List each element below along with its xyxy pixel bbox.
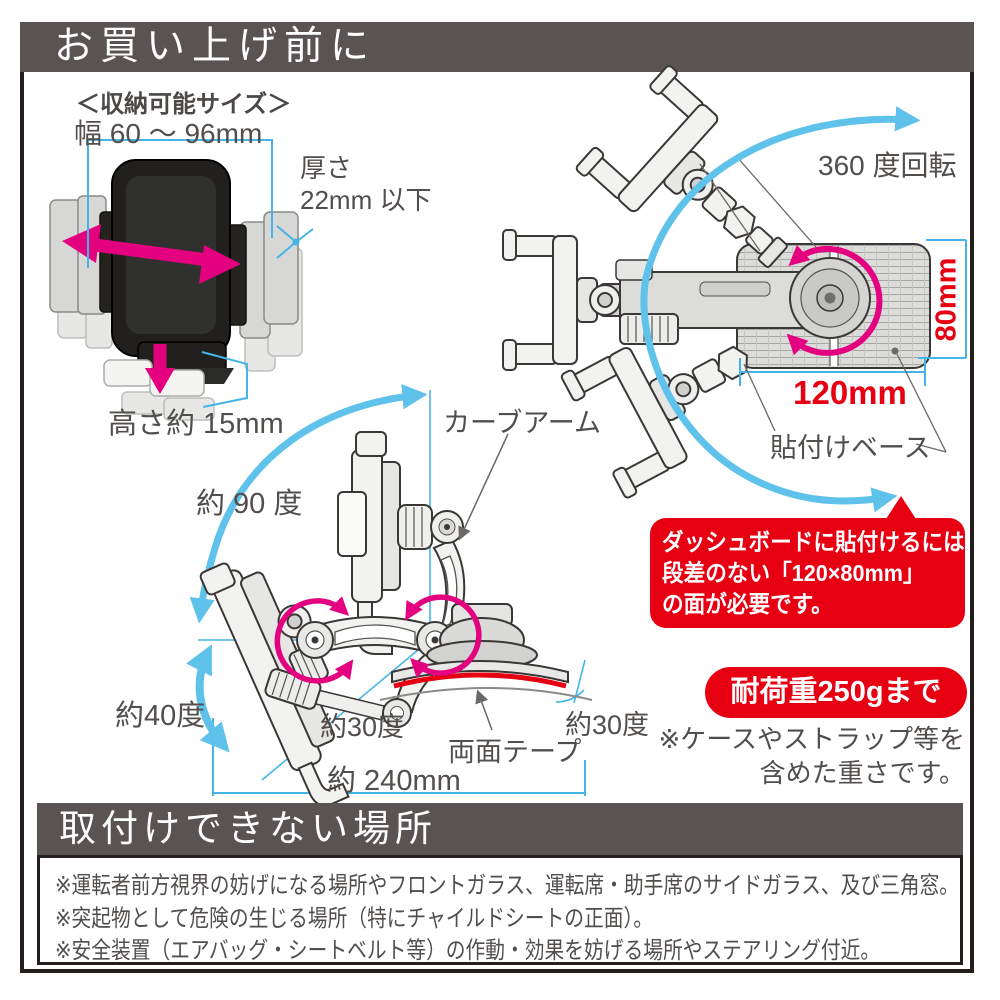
curve-arm-pointer bbox=[458, 433, 509, 541]
angle-30-center-label: 約30度 bbox=[320, 712, 405, 742]
holder-tilted bbox=[199, 562, 350, 807]
thickness-label-line2: 22mm 以下 bbox=[300, 185, 432, 215]
double-sided-tape bbox=[393, 672, 567, 689]
forbidden-line-1: ※運転者前方視界の妨げになる場所やフロントガラス、運転席・助手席のサイドガラス、… bbox=[55, 872, 960, 898]
dashboard-note-bubble: ダッシュボードに貼付けるには 段差のない「120×80mm」 の面が必要です。 bbox=[650, 518, 965, 628]
forbidden-line-2: ※突起物として危険の生じる場所（特にチャイルドシートの正面）。 bbox=[55, 904, 654, 931]
forbidden-section-title: 取付けできない場所 bbox=[37, 803, 963, 855]
arm-length-label: 約 240mm bbox=[327, 765, 461, 797]
curve-arm-label: カーブアーム bbox=[443, 408, 601, 438]
load-note: ※ケースやストラップ等を 含めた重さです。 bbox=[655, 722, 966, 790]
arc-90deg-arrow bbox=[189, 384, 428, 624]
load-note-line1: ※ケースやストラップ等を bbox=[658, 724, 966, 754]
forbidden-line-3: ※安全装置（エアバッグ・シートベルト等）の作動・効果を妨げる場所やステアリング付… bbox=[55, 937, 881, 963]
joint-rotation-arrow-right bbox=[405, 594, 482, 678]
page-title: お買い上げ前に bbox=[20, 22, 974, 72]
tape-pointer bbox=[475, 689, 493, 731]
base-dimension-lines bbox=[739, 239, 967, 386]
max-load-badge: 耐荷重250gまで bbox=[705, 667, 967, 718]
thickness-label-line1: 厚さ bbox=[300, 153, 353, 183]
swivel-knob bbox=[789, 257, 871, 339]
forbidden-section-box: ※運転者前方視界の妨げになる場所やフロントガラス、運転席・助手席のサイドガラス、… bbox=[37, 855, 963, 965]
bubble-tail bbox=[884, 496, 918, 522]
rotation-diagram bbox=[502, 65, 967, 513]
dashboard-mount-diagram bbox=[186, 384, 593, 807]
base-label-leaders bbox=[743, 353, 947, 453]
storable-width-label: 幅 60 ～ 96mm bbox=[74, 118, 263, 149]
bubble-line3: の面が必要です。 bbox=[662, 591, 833, 617]
rotation-arc-arrow bbox=[640, 106, 921, 513]
bubble-line1: ダッシュボードに貼付けるには bbox=[662, 529, 965, 555]
angle-30-right-label: 約30度 bbox=[565, 710, 650, 740]
rotation-360-label: 360 度回転 bbox=[818, 150, 957, 181]
phone-holder-illustration bbox=[49, 159, 303, 421]
tape-label: 両面テープ bbox=[448, 737, 582, 767]
load-note-line2: 含めた重さです。 bbox=[759, 758, 965, 788]
base-height-dimension: 80mm bbox=[930, 257, 963, 342]
clamp-left bbox=[502, 229, 621, 371]
fold-down-arrow bbox=[145, 344, 175, 394]
angle-90-label: 約 90 度 bbox=[196, 488, 303, 520]
bubble-line2: 段差のない「120×80mm」 bbox=[662, 560, 925, 586]
thickness-leader-dot bbox=[292, 238, 300, 246]
arc-40deg-arrow bbox=[186, 644, 230, 753]
angle-40-label: 約40度 bbox=[115, 700, 206, 732]
storable-size-heading: ＜収納可能サイズ＞ bbox=[76, 91, 292, 118]
base-width-dimension: 120mm bbox=[793, 374, 907, 411]
joint-rotation-arrow-left bbox=[274, 596, 354, 684]
adhesive-base-label: 貼付けベース bbox=[770, 433, 931, 463]
width-arrow bbox=[62, 224, 241, 284]
height-label: 高さ約 15mm bbox=[108, 408, 284, 440]
